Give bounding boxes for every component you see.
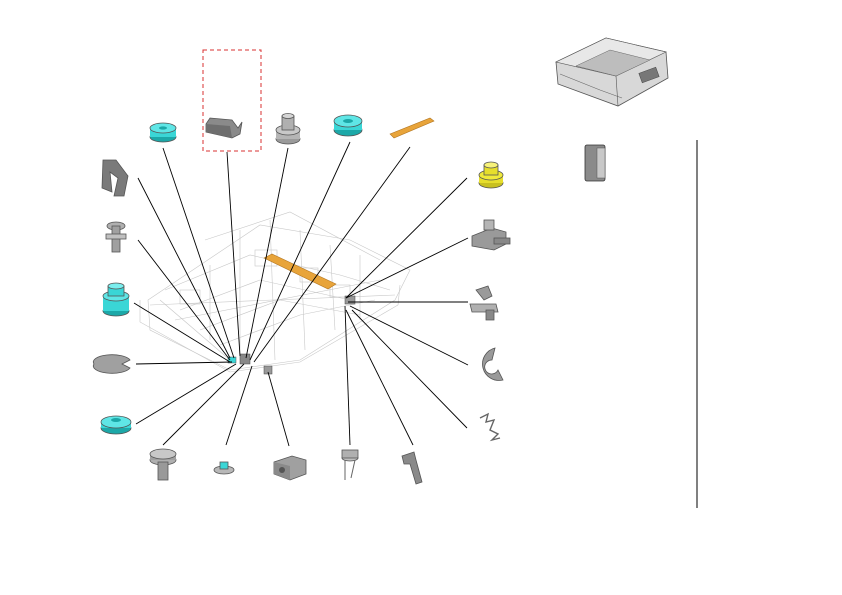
- part-gray-slide-bracket[interactable]: [471, 219, 511, 251]
- part-cyan-bushing[interactable]: [102, 282, 130, 317]
- part-small-gray-block[interactable]: [584, 144, 606, 182]
- part-gray-wire-spring[interactable]: [479, 412, 501, 442]
- part-gray-c-clip[interactable]: [482, 347, 504, 381]
- callout-box: [202, 49, 262, 152]
- leader-lines: [133, 141, 469, 447]
- part-adf-unit-thumbnail[interactable]: [555, 37, 669, 107]
- part-cyan-pulley[interactable]: [333, 114, 363, 137]
- part-gray-e-ring[interactable]: [92, 354, 131, 374]
- part-gray-lever-arm[interactable]: [401, 451, 423, 485]
- part-orange-strip[interactable]: [389, 117, 435, 139]
- part-gray-clamp-block[interactable]: [273, 455, 307, 481]
- part-gray-hook-lever[interactable]: [101, 159, 129, 197]
- part-gray-shoulder-screw[interactable]: [105, 221, 127, 253]
- part-gray-torsion-spring[interactable]: [341, 449, 359, 480]
- part-gray-pin-cylinder[interactable]: [275, 113, 301, 145]
- part-gray-bracket-in-callout[interactable]: [205, 117, 243, 139]
- part-gray-cap-small[interactable]: [213, 461, 235, 475]
- part-gray-shaft-lever[interactable]: [469, 285, 499, 321]
- main-assembly: [139, 211, 411, 375]
- part-cyan-gear-small[interactable]: [149, 122, 177, 143]
- part-cyan-gear-flat[interactable]: [100, 415, 132, 435]
- part-yellow-bushing[interactable]: [478, 161, 504, 189]
- part-gray-hex-screw[interactable]: [149, 448, 177, 481]
